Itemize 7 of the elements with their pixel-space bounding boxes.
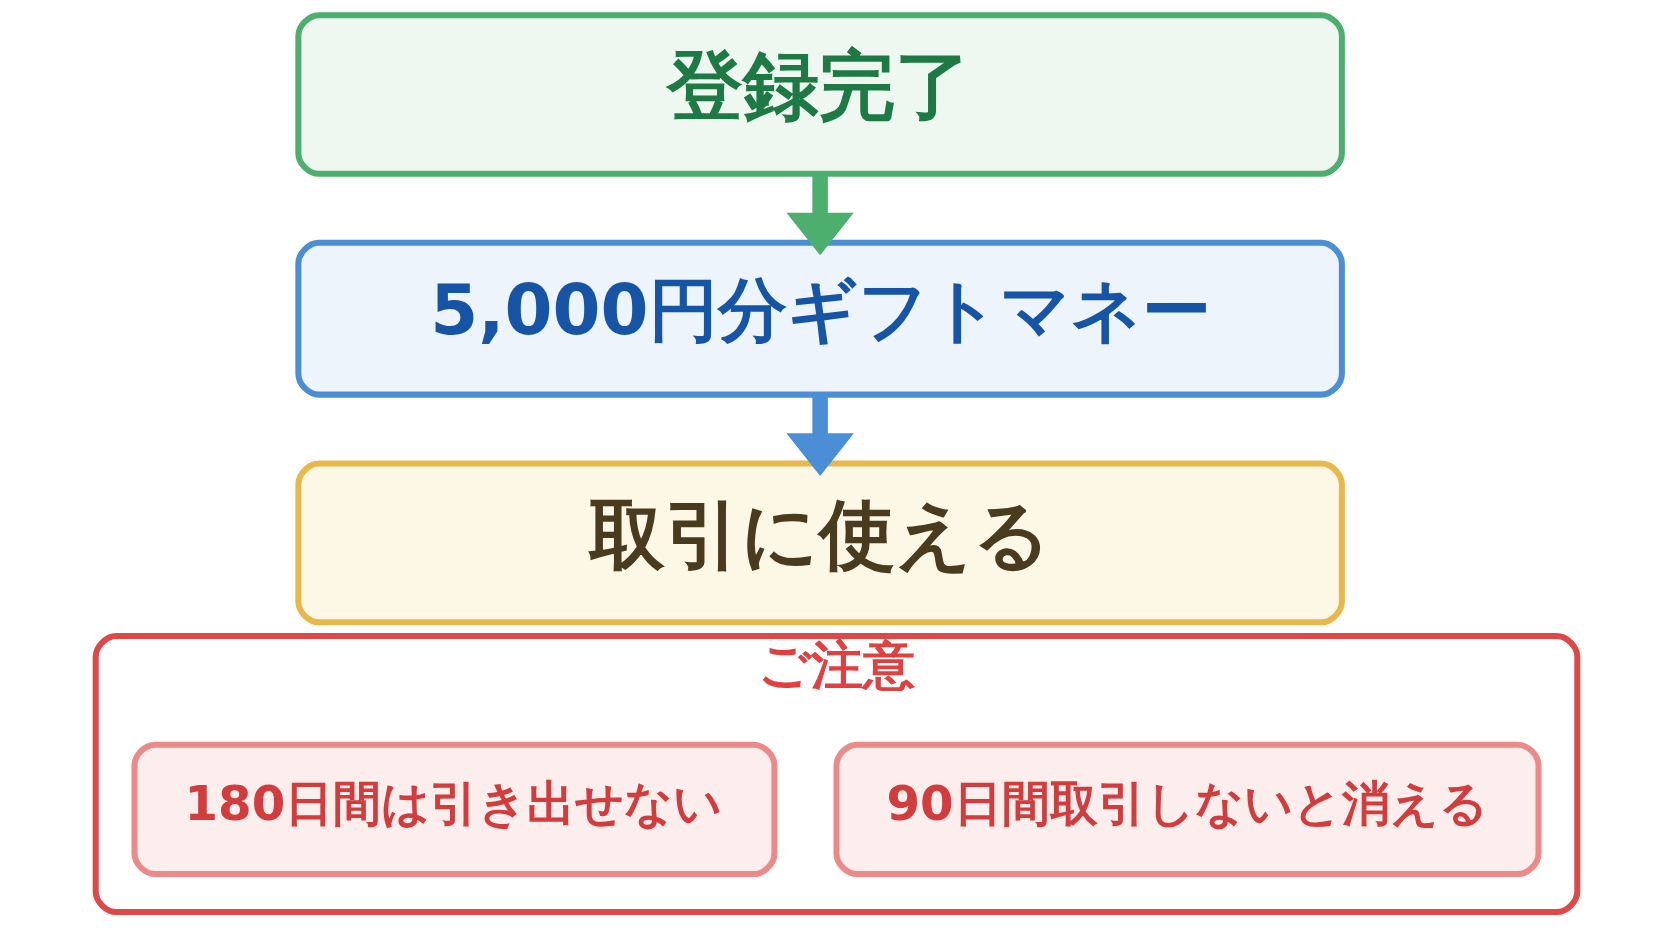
node-box: 90日間取引しないと消える bbox=[833, 741, 1541, 878]
arrow bbox=[785, 395, 854, 477]
node-box: 5,000円分ギフトマネー bbox=[294, 239, 1345, 398]
node-box: 取引に使える bbox=[294, 460, 1345, 626]
node-box: 180日間は引き出せない bbox=[131, 741, 777, 878]
node-box: 登録完了 bbox=[294, 12, 1345, 177]
arrow bbox=[785, 174, 854, 256]
